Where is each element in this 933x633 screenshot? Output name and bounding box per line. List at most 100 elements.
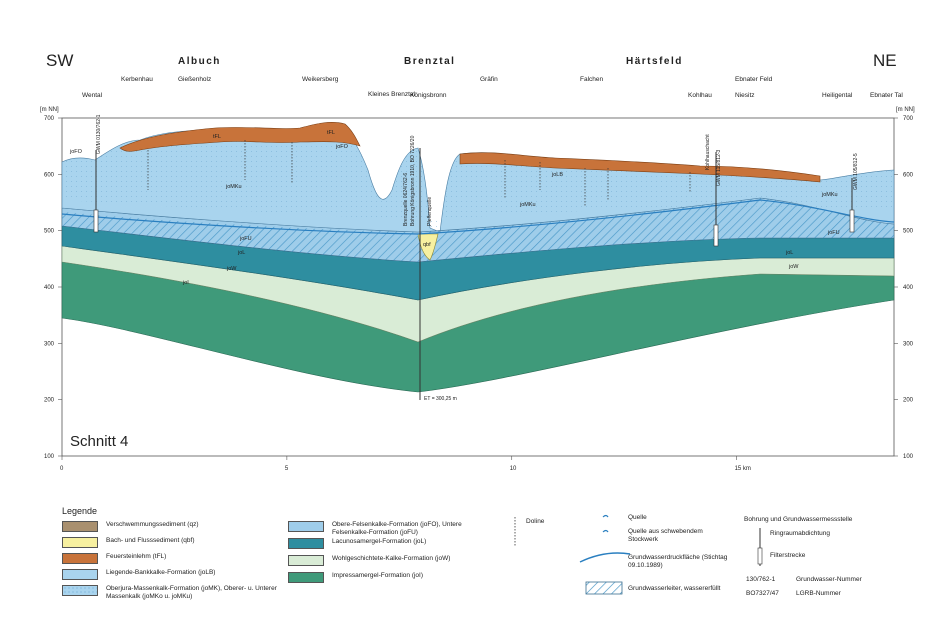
y-tick-label: 600 — [903, 172, 914, 178]
y-tick-label: 100 — [903, 454, 914, 460]
y-tick-label: 700 — [44, 116, 55, 122]
legend-item-qbf: Bach- und Flusssediment (qbf) — [62, 537, 195, 548]
legend-gw-number-code: 130/762-1 — [746, 576, 776, 583]
legend-swatch-joi — [288, 572, 324, 583]
region-hartsfeld: Härtsfeld — [626, 56, 683, 67]
legend-swatch-qbf — [62, 537, 98, 548]
legend-label-jol: Lacunosamergel-Formation (joL) — [332, 538, 427, 545]
x-tick-label: 5 — [285, 466, 289, 472]
label-jol-1: joL — [237, 250, 245, 256]
legend-title: Legende — [62, 506, 98, 516]
legend-item-joi: Impressamergel-Formation (joI) — [288, 572, 423, 583]
well-label-w4: Pfeffenquelle — [427, 197, 433, 226]
well-label-w6: GWM 115/812-3 — [716, 149, 722, 186]
y-tick-label: 100 — [44, 454, 55, 460]
label-jomku-1: joMKu — [225, 184, 242, 190]
legend-swatch-jolb — [62, 569, 98, 580]
label-jomku-2: joMKu — [519, 202, 536, 208]
well-label-w1: GWM 0130/762-1 — [96, 114, 102, 154]
legend-swatch-tfl — [62, 553, 98, 564]
legend-item-jofo: Obere-Felsenkalke-Formation (joFO), Unte… — [288, 521, 498, 537]
well-label-w7: GWM 105/812-5 — [853, 153, 859, 190]
legend-lgrb-label: LGRB-Nummer — [796, 590, 841, 597]
spring-perched-icon — [602, 529, 609, 533]
filter-kohlhau — [713, 224, 719, 247]
y-tick-label: 400 — [44, 285, 55, 291]
place-kleines-brenztal: Kleines Brenztal — [368, 91, 416, 98]
place-niesitz: Niesitz — [735, 92, 755, 99]
massenkalk-texture — [62, 126, 894, 232]
groundwater-surface-line — [61, 199, 895, 235]
x-tick-label: 0 — [60, 466, 64, 472]
place-falchen: Falchen — [580, 76, 604, 83]
legend-item-jolb: Liegende-Bankkalke-Formation (joLB) — [62, 569, 215, 580]
legend-label-jolb: Liegende-Bankkalke-Formation (joLB) — [106, 569, 216, 576]
filter-heiligental — [849, 209, 855, 233]
section-label: Schnitt 4 — [70, 433, 128, 450]
depth-note: ET = 300,25 m — [424, 396, 457, 402]
y-tick-label: 600 — [44, 172, 55, 178]
place-kerbenhau: Kerbenhau — [121, 76, 153, 83]
label-jol-2: joL — [785, 250, 793, 256]
legend-label-qz: Verschwemmungssediment (qz) — [106, 521, 199, 528]
legend-label-jofo: Obere-Felsenkalke-Formation (joFO), Unte… — [332, 521, 462, 536]
corner-ne: NE — [873, 51, 897, 70]
filter-symbol — [757, 547, 763, 565]
legend-lgrb-code: BO7327/47 — [746, 590, 779, 597]
legend-label-joi: Impressamergel-Formation (joI) — [332, 572, 424, 579]
corner-sw: SW — [46, 51, 73, 70]
label-tfl-2: tFL — [327, 130, 335, 136]
legend-label-qbf: Bach- und Flusssediment (qbf) — [106, 537, 195, 544]
place-ebnater-feld: Ebnater Feld — [735, 76, 773, 83]
layer-tfl-albuch — [119, 122, 361, 152]
region-albuch: Albuch — [178, 56, 221, 67]
region-brenztal: Brenztal — [404, 56, 455, 67]
y-tick-label: 700 — [903, 116, 914, 122]
legend-symbols — [514, 514, 763, 595]
legend-swatch-qz — [62, 521, 98, 532]
y-tick-label: 200 — [903, 398, 914, 404]
y-tick-label: 300 — [903, 341, 914, 347]
legend-item-jol: Lacunosamergel-Formation (joL) — [288, 538, 426, 549]
legend-item-jow: Wohlgeschichtete-Kalke-Formation (joW) — [288, 555, 450, 566]
legend-doline: Doline — [526, 518, 545, 525]
layer-tfl-hartsfeld — [459, 152, 821, 183]
place-giessenholz: Gießenholz — [178, 76, 211, 83]
legend-filter: Filterstrecke — [770, 552, 806, 559]
label-jofo-1: joFO — [69, 149, 83, 155]
place-konigsbronn: Königsbronn — [410, 92, 447, 99]
doline-marks — [147, 140, 691, 206]
label-jow-1: joW — [226, 266, 237, 272]
gw-surface-symbol — [579, 552, 631, 563]
y-tick-label: 500 — [44, 229, 55, 235]
aquifer-hatch-symbol — [585, 581, 623, 595]
legend-ring-seal: Ringraumabdichtung — [770, 530, 830, 537]
y-unit-left: [m NN] — [40, 107, 59, 113]
label-jofo-2: joFO — [335, 144, 349, 150]
legend-item-jomk: Oberjura-Massenkalk-Formation (joMK), Ob… — [62, 585, 282, 601]
legend-well-title: Bohrung und Grundwassermessstelle — [744, 516, 853, 523]
label-jomku-3: joMKu — [821, 192, 838, 198]
legend-label-jomk: Oberjura-Massenkalk-Formation (joMK), Ob… — [106, 585, 277, 600]
spring-icon — [602, 514, 609, 518]
x-tick-label: 15 km — [735, 466, 751, 472]
filter-wental — [93, 209, 99, 233]
legend-item-tfl: Feuersteinlehm (tFL) — [62, 553, 166, 564]
place-ebnater-tal: Ebnater Tal — [870, 92, 903, 99]
place-wental: Wental — [82, 92, 103, 99]
legend-spring: Quelle — [628, 514, 647, 521]
legend-gw-number-label: Grundwasser-Nummer — [796, 576, 862, 583]
y-tick-label: 500 — [903, 229, 914, 235]
place-grafin: Gräfin — [480, 76, 498, 83]
label-qbf: qbf — [423, 242, 431, 248]
legend-swatch-jofo — [288, 521, 324, 532]
label-tfl-1: tFL — [213, 134, 221, 140]
place-heiligental: Heiligental — [822, 92, 853, 99]
well-label-w5: Kohlhauschacht — [705, 134, 711, 170]
label-jofu-1: joFU — [239, 236, 252, 242]
legend-gw-surface: Grundwasserdruckfläche (Stichtag 09.10.1… — [628, 554, 728, 569]
legend-label-jow: Wohlgeschichtete-Kalke-Formation (joW) — [332, 555, 451, 562]
y-tick-label: 200 — [44, 398, 55, 404]
